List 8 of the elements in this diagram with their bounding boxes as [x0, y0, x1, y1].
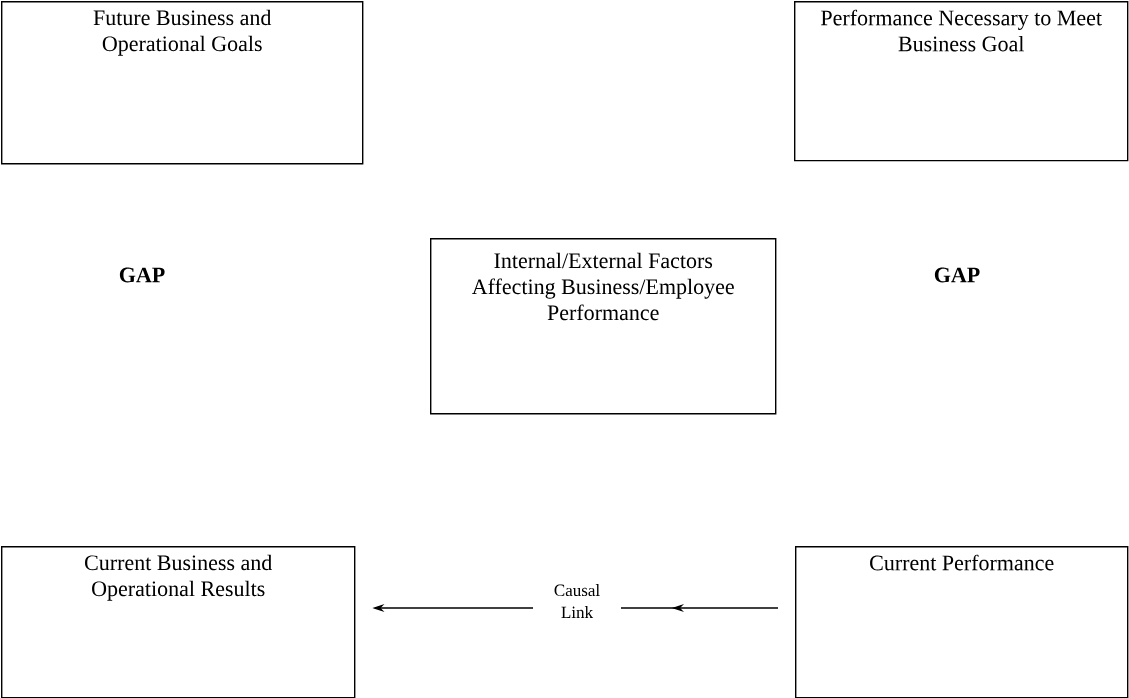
text-box: Internal/External Factors Affecting Business/Employee Performance: [430, 238, 777, 415]
text-box: Future Business and Operational Goals: [1, 1, 364, 165]
gap-label: GAP: [934, 267, 980, 283]
gap-label: GAP: [119, 267, 165, 283]
text-box: Current Performance: [795, 545, 1129, 698]
text-box: Performance Necessary to Meet Business Goal: [794, 1, 1129, 162]
text-box: Current Business and Operational Results: [1, 545, 356, 698]
edge-label: Causal Link: [533, 580, 621, 622]
